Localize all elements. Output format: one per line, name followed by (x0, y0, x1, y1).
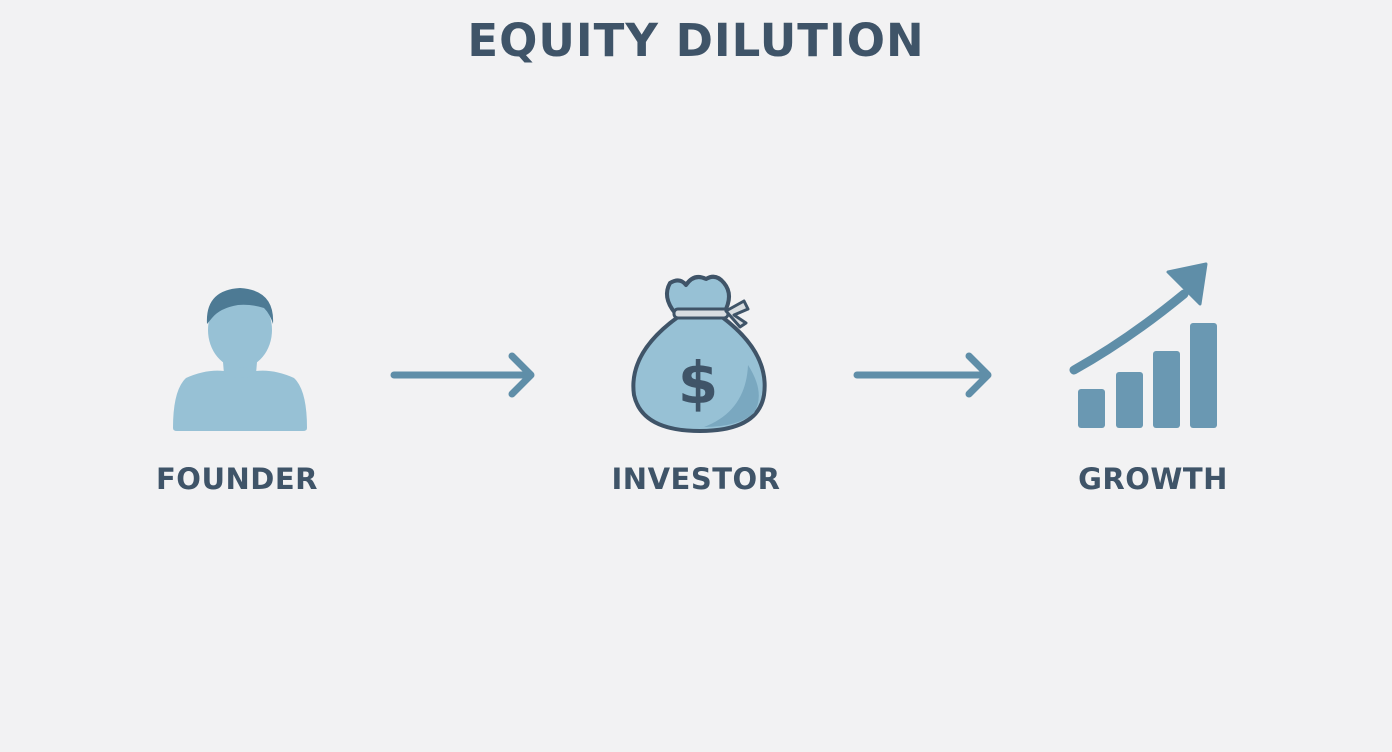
growth-bar (1078, 389, 1105, 428)
money-bag-body (631, 315, 767, 433)
money-bag-shadow (704, 365, 759, 427)
person-icon (173, 288, 307, 431)
investor-label: INVESTOR (611, 462, 781, 496)
diagram-title: EQUITY DILUTION (467, 14, 925, 67)
arrow-right-icon (853, 352, 992, 398)
growth-bar (1153, 351, 1180, 428)
growth-bar (1190, 323, 1217, 428)
founder-label: FOUNDER (156, 462, 318, 496)
person-head (208, 292, 272, 368)
dollar-sign: $ (678, 349, 718, 417)
growth-chart-icon (1069, 262, 1217, 428)
person-body (173, 370, 307, 431)
money-bag-tie-bow (724, 299, 750, 329)
growth-bar (1116, 372, 1143, 428)
money-bag-icon: $ (631, 274, 767, 433)
money-bag-tie (672, 307, 730, 320)
person-hair (206, 288, 274, 324)
growth-trend-line (1069, 289, 1189, 375)
money-bag-top (664, 274, 731, 315)
growth-arrowhead (1166, 262, 1208, 306)
arrow-right-icon (390, 352, 535, 398)
growth-label: GROWTH (1078, 462, 1228, 496)
